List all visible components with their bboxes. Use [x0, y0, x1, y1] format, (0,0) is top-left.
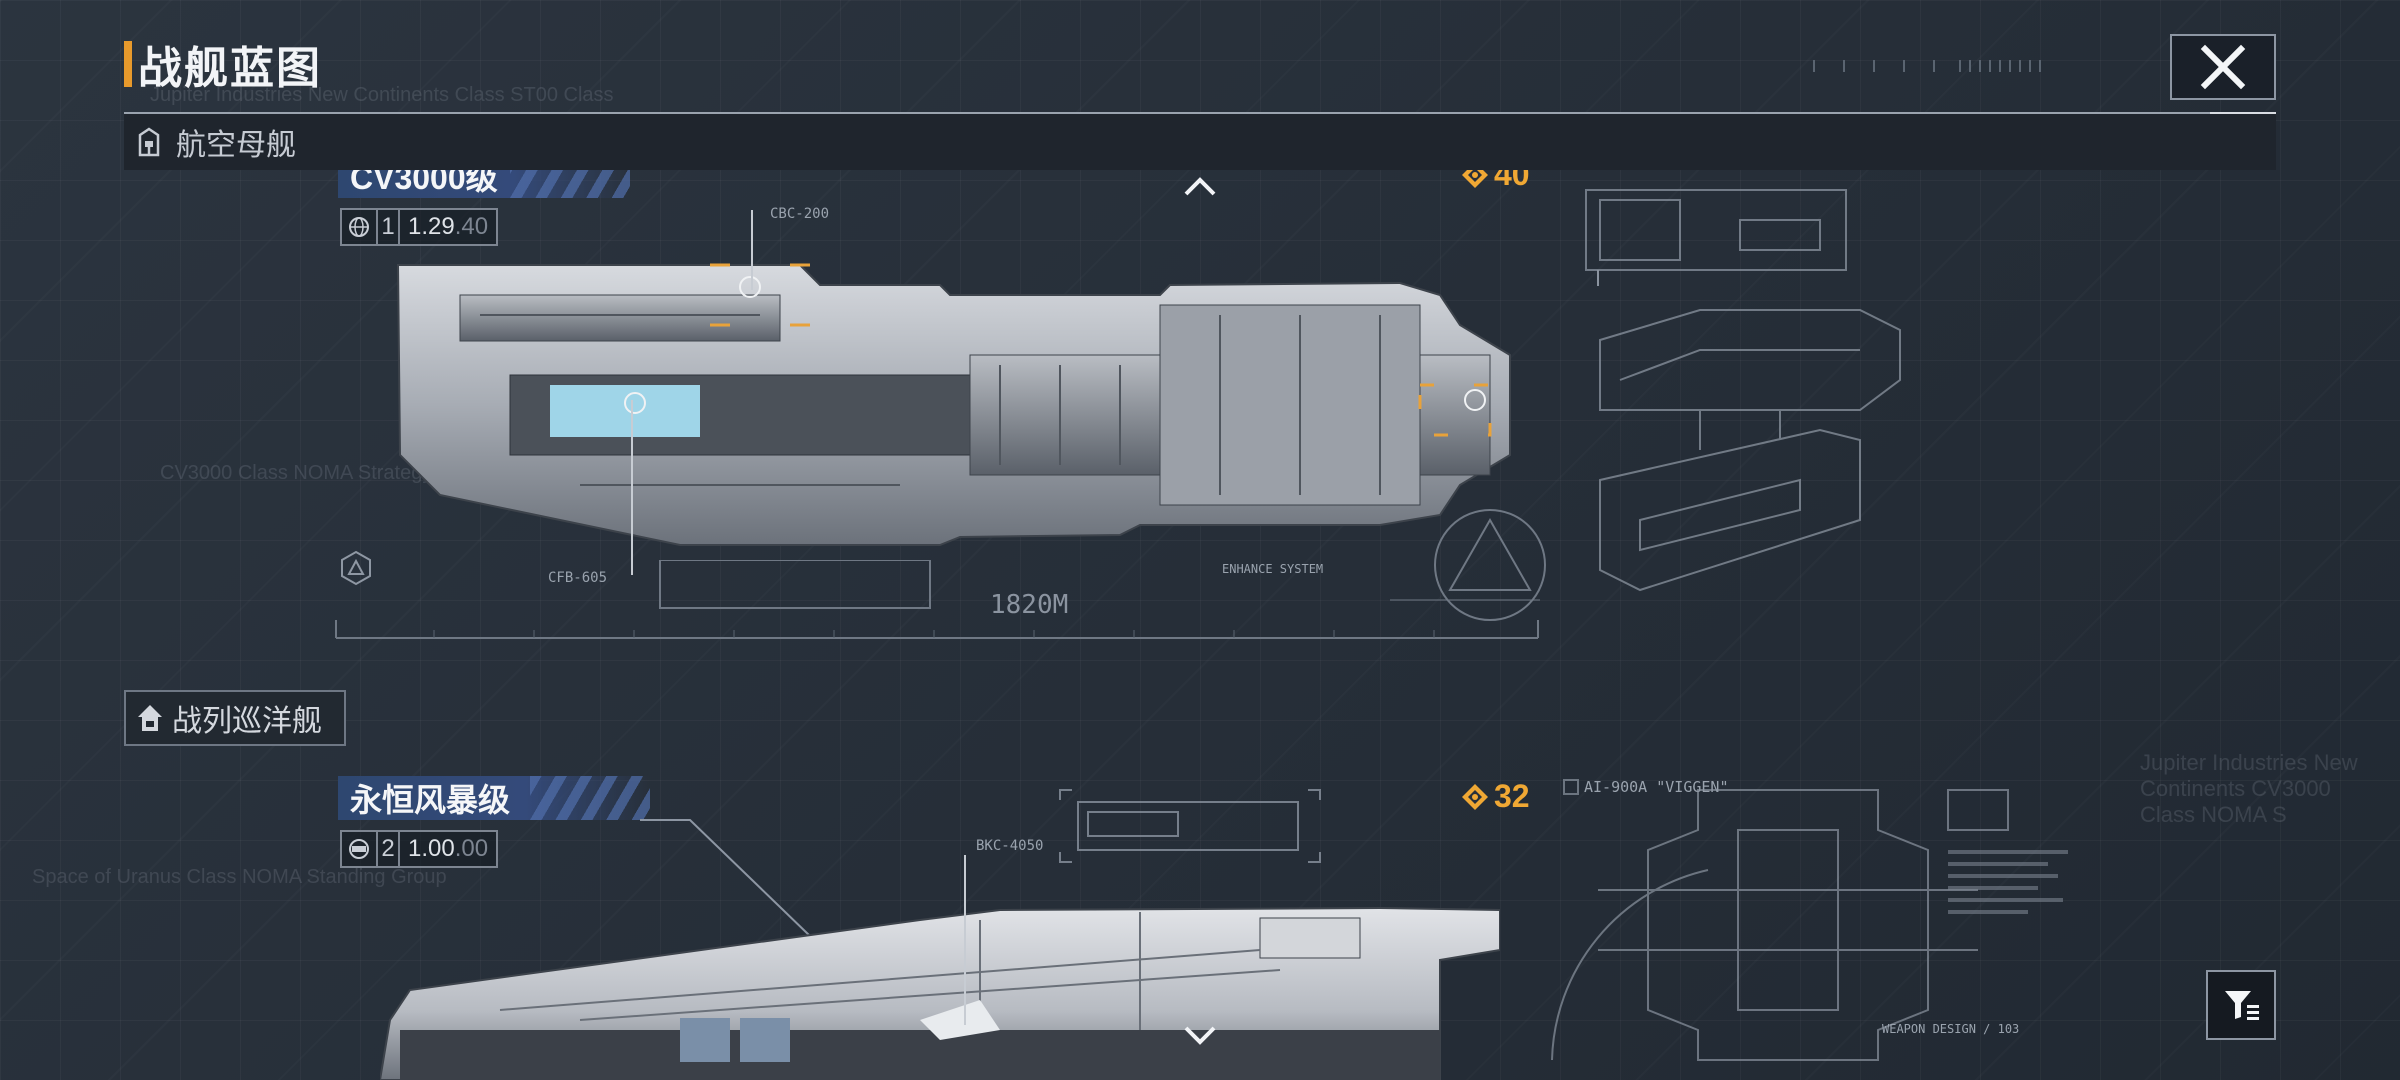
carrier-stat-dim: .40 [454, 213, 489, 240]
page-title: 战舰蓝图 [138, 44, 322, 93]
cruiser-class-tag: 永恒风暴级 [338, 776, 650, 820]
carrier-leader-lines [631, 210, 753, 575]
fleet-emblem-icon [342, 832, 378, 866]
section-label-cruiser: 战列巡洋舰 [172, 705, 322, 738]
carrier-length-label: 1820M [990, 590, 1069, 620]
hexagon-marker-icon [341, 550, 371, 586]
cruiser-label-weapon: WEAPON DESIGN / 103 [1882, 1022, 2020, 1036]
cruiser-class-name: 永恒风暴级 [350, 782, 511, 818]
carrier-stat-main: 1.29 [408, 213, 455, 240]
cruiser-vertical-leader [964, 855, 966, 1025]
carrier-label-cbc: CBC-200 [770, 206, 830, 222]
carrier-icon [138, 127, 160, 157]
section-header-cruiser[interactable]: 战列巡洋舰 [124, 690, 346, 746]
cruiser-stat-count: 2 [378, 832, 400, 866]
cruiser-stat-dim: .00 [454, 835, 489, 862]
carrier-isometric-blueprint [1585, 189, 1901, 592]
title-accent-bar [124, 41, 132, 87]
carrier-label-cfb: CFB-605 [548, 570, 608, 586]
cruiser-top-blueprint [1059, 789, 1321, 863]
class-tag-stripes [530, 776, 650, 820]
carrier-ship-illustration [396, 263, 1511, 546]
close-x-icon [2200, 44, 2246, 90]
cruiser-stat-main: 1.00 [408, 835, 455, 862]
carrier-label-enhance: ENHANCE SYSTEM [1222, 562, 1324, 576]
scroll-down-chevron-icon[interactable] [1182, 1024, 1218, 1046]
carrier-stat-value: 1.29.40 [400, 213, 496, 241]
faint-header-caption: Jupiter Industries New Continents Class … [150, 84, 614, 106]
header-divider [124, 112, 2276, 114]
carrier-stat-box: 1 1.29.40 [340, 208, 499, 246]
section-label-carrier: 航空母舰 [176, 129, 296, 162]
cruiser-label-ai: AI-900A "VIGGEN" [1584, 778, 1729, 796]
cruiser-right-blueprint [1551, 779, 2068, 1061]
close-button[interactable] [2170, 34, 2276, 100]
cruiser-stat-value: 1.00.00 [400, 835, 496, 863]
cruiser-ship-illustration [380, 906, 1500, 1080]
cruiser-leader-line [640, 819, 811, 937]
ruler-ticks-decoration [1813, 60, 2041, 72]
faint-carrier-caption: CV3000 Class NOMA Strategy Group [160, 462, 494, 484]
carrier-targeting-diagram [1390, 509, 1546, 621]
cruiser-label-bkc: BKC-4050 [976, 838, 1044, 854]
carrier-measure-ruler [335, 560, 1539, 639]
filter-funnel-icon [2225, 991, 2259, 1020]
carrier-stat-count: 1 [378, 210, 400, 244]
globe-icon [342, 210, 378, 244]
page-header: 战舰蓝图 [124, 38, 322, 93]
scroll-up-chevron-icon[interactable] [1182, 176, 1218, 198]
section-header-carrier[interactable]: 航空母舰 [124, 114, 2276, 170]
cruiser-cost-value: 32 [1494, 778, 1530, 814]
faint-right-caption: Jupiter Industries New Continents CV3000… [2140, 750, 2358, 827]
cruiser-stat-box: 2 1.00.00 [340, 830, 499, 868]
faint-cruiser-caption: Space of Uranus Class NOMA Standing Grou… [32, 866, 447, 888]
cruiser-icon [138, 705, 162, 731]
cruiser-cost: 32 [1460, 778, 1530, 815]
cost-gem-icon [1462, 783, 1488, 810]
filter-button[interactable] [2206, 970, 2276, 1040]
